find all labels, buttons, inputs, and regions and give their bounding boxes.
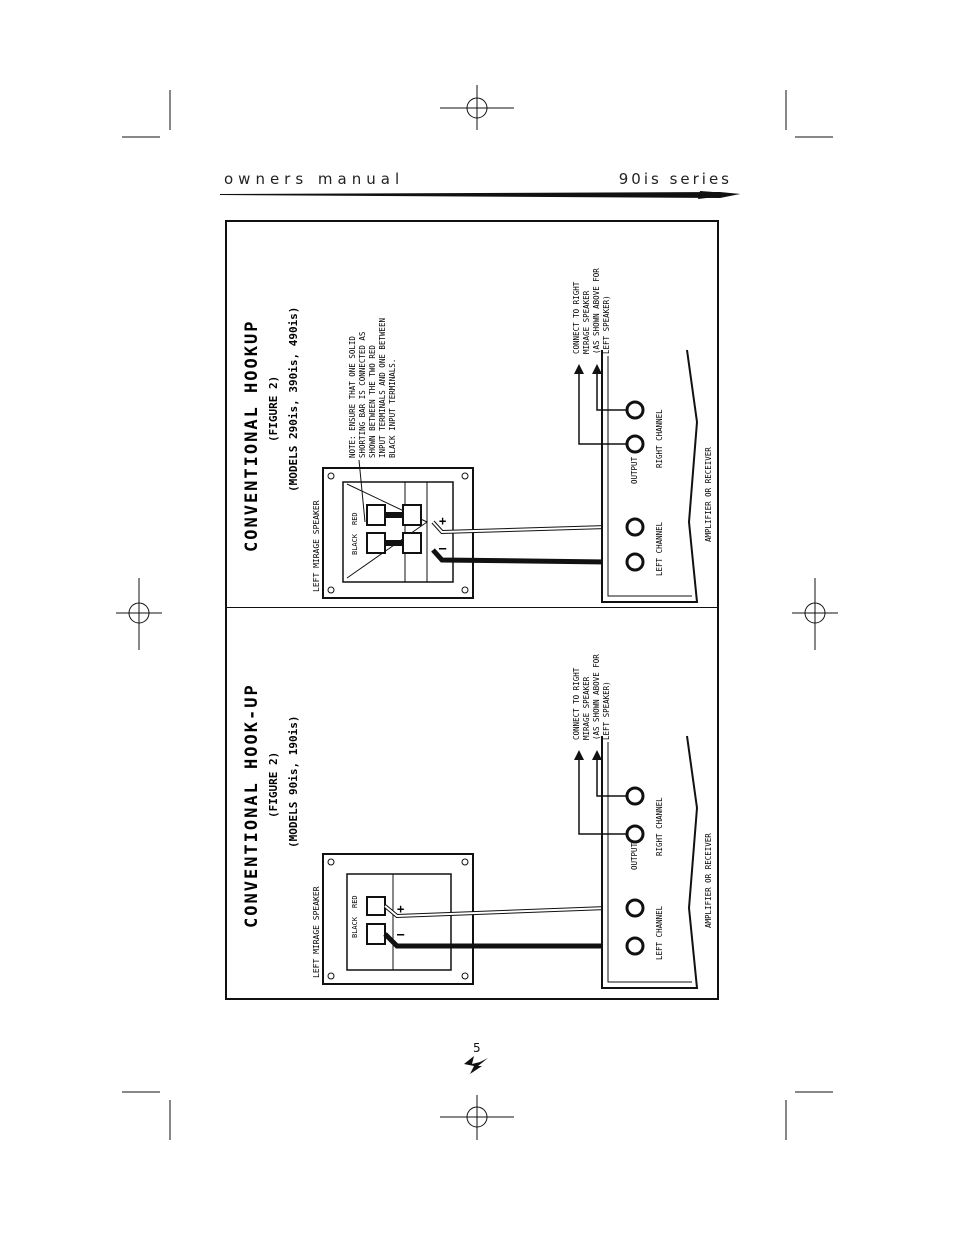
header-owners-manual: owners manual bbox=[224, 170, 405, 188]
bottom-panel-title: CONVENTIONAL HOOK-UP bbox=[242, 683, 262, 928]
top-panel-models: (MODELS 290is, 390is, 490is) bbox=[287, 307, 300, 492]
top-terminal-black-label: BLACK bbox=[351, 533, 359, 555]
bottom-output-label: OUTPUT bbox=[630, 842, 639, 870]
top-note-line-5: BLACK INPUT TERMINALS. bbox=[388, 359, 397, 458]
bottom-amplifier-label: AMPLIFIER OR RECEIVER bbox=[704, 833, 713, 928]
bottom-amplifier: OUTPUT LEFT CHANNEL RIGHT CHANNEL AMPLIF… bbox=[601, 735, 713, 989]
top-note-line-1: NOTE: ENSURE THAT ONE SOLID bbox=[348, 336, 357, 458]
bottom-panel-figure: (FIGURE 2) bbox=[267, 752, 280, 818]
brand-mark-icon bbox=[464, 1056, 488, 1074]
bottom-terminal-black-label: BLACK bbox=[351, 916, 359, 938]
top-connect-line-1: CONNECT TO RIGHT bbox=[572, 281, 581, 354]
top-left-channel-label: LEFT CHANNEL bbox=[655, 521, 664, 576]
bottom-connect-line-2: MIRAGE SPEAKER bbox=[582, 676, 591, 740]
top-note-line-2: SHORTING BAR IS CONNECTED AS bbox=[358, 331, 367, 458]
diagram-frame: CONVENTIONAL HOOKUP (FIGURE 2) (MODELS 2… bbox=[225, 220, 719, 1000]
bottom-minus-sign: – bbox=[397, 927, 405, 941]
top-panel-figure: (FIGURE 2) bbox=[267, 376, 280, 442]
top-amplifier: OUTPUT LEFT CHANNEL RIGHT CHANNEL AMPLIF… bbox=[601, 349, 713, 603]
bottom-panel-speaker-label: LEFT MIRAGE SPEAKER bbox=[312, 886, 321, 978]
top-panel-speaker-label: LEFT MIRAGE SPEAKER bbox=[312, 500, 321, 592]
bottom-left-channel-label: LEFT CHANNEL bbox=[655, 905, 664, 960]
bottom-terminal-red-label: RED bbox=[351, 895, 359, 908]
panel-divider bbox=[227, 607, 717, 608]
header-rule bbox=[220, 191, 740, 199]
top-amplifier-label: AMPLIFIER OR RECEIVER bbox=[704, 447, 713, 542]
top-terminal-red-label: RED bbox=[351, 512, 359, 525]
top-minus-sign: – bbox=[439, 541, 447, 555]
top-note-line-4: INPUT TERMINALS AND ONE BETWEEN bbox=[378, 318, 387, 458]
header-series: 90is series bbox=[618, 170, 732, 188]
top-output-label: OUTPUT bbox=[630, 456, 639, 484]
top-connect-line-2: MIRAGE SPEAKER bbox=[582, 290, 591, 354]
top-right-channel-label: RIGHT CHANNEL bbox=[655, 409, 664, 468]
page-number: 5 bbox=[473, 1041, 481, 1055]
bottom-speaker-plate: BLACK RED + – bbox=[322, 853, 474, 985]
top-note-line-3: SHOWN BETWEEN THE TWO RED bbox=[368, 345, 377, 458]
bottom-panel-models: (MODELS 90is, 190is) bbox=[287, 716, 300, 848]
bottom-plus-sign: + bbox=[397, 902, 404, 916]
registration-mark-right bbox=[792, 578, 838, 650]
registration-mark-bottom bbox=[440, 1095, 514, 1140]
bottom-connect-line-1: CONNECT TO RIGHT bbox=[572, 667, 581, 740]
registration-mark-top bbox=[440, 85, 514, 130]
top-connect-line-3: (AS SHOWN ABOVE FOR bbox=[592, 268, 601, 354]
bottom-connect-line-4: LEFT SPEAKER) bbox=[602, 681, 611, 740]
top-plus-sign: + bbox=[439, 514, 446, 528]
top-panel-title: CONVENTIONAL HOOKUP bbox=[242, 320, 262, 552]
bottom-panel-diagram: CONVENTIONAL HOOK-UP (FIGURE 2) (MODELS … bbox=[242, 654, 713, 989]
registration-mark-left bbox=[116, 578, 162, 650]
top-panel-diagram: CONVENTIONAL HOOKUP (FIGURE 2) (MODELS 2… bbox=[242, 268, 713, 603]
top-connect-line-4: LEFT SPEAKER) bbox=[602, 295, 611, 354]
bottom-connect-line-3: (AS SHOWN ABOVE FOR bbox=[592, 654, 601, 740]
bottom-right-channel-label: RIGHT CHANNEL bbox=[655, 797, 664, 856]
